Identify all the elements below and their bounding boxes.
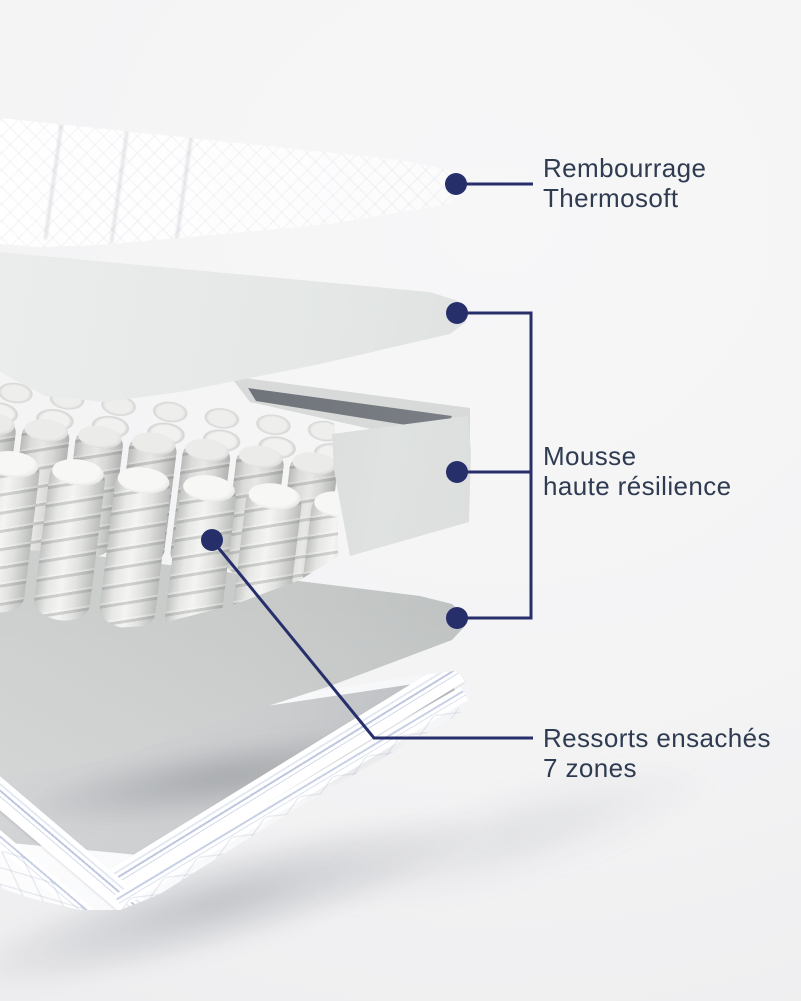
- spring-coil: [32, 458, 108, 624]
- callout-label-line: 7 zones: [543, 753, 637, 783]
- callout-label-line: Mousse: [543, 441, 637, 471]
- callout-label-foam: Mousse haute résilience: [543, 441, 732, 501]
- callout-label-line: haute résilience: [543, 471, 732, 501]
- callout-label-line: Thermosoft: [543, 183, 679, 213]
- callout-label-springs: Ressorts ensachés 7 zones: [543, 723, 771, 783]
- quilt-seam: [43, 122, 64, 240]
- callout-label-line: Ressorts ensachés: [543, 723, 771, 753]
- quilt-seam: [173, 132, 194, 247]
- quilt-seam: [109, 126, 130, 244]
- callout-label-line: Rembourrage: [543, 153, 707, 183]
- callout-label-topper: Rembourrage Thermosoft: [543, 153, 706, 213]
- spring-coil: [97, 466, 173, 630]
